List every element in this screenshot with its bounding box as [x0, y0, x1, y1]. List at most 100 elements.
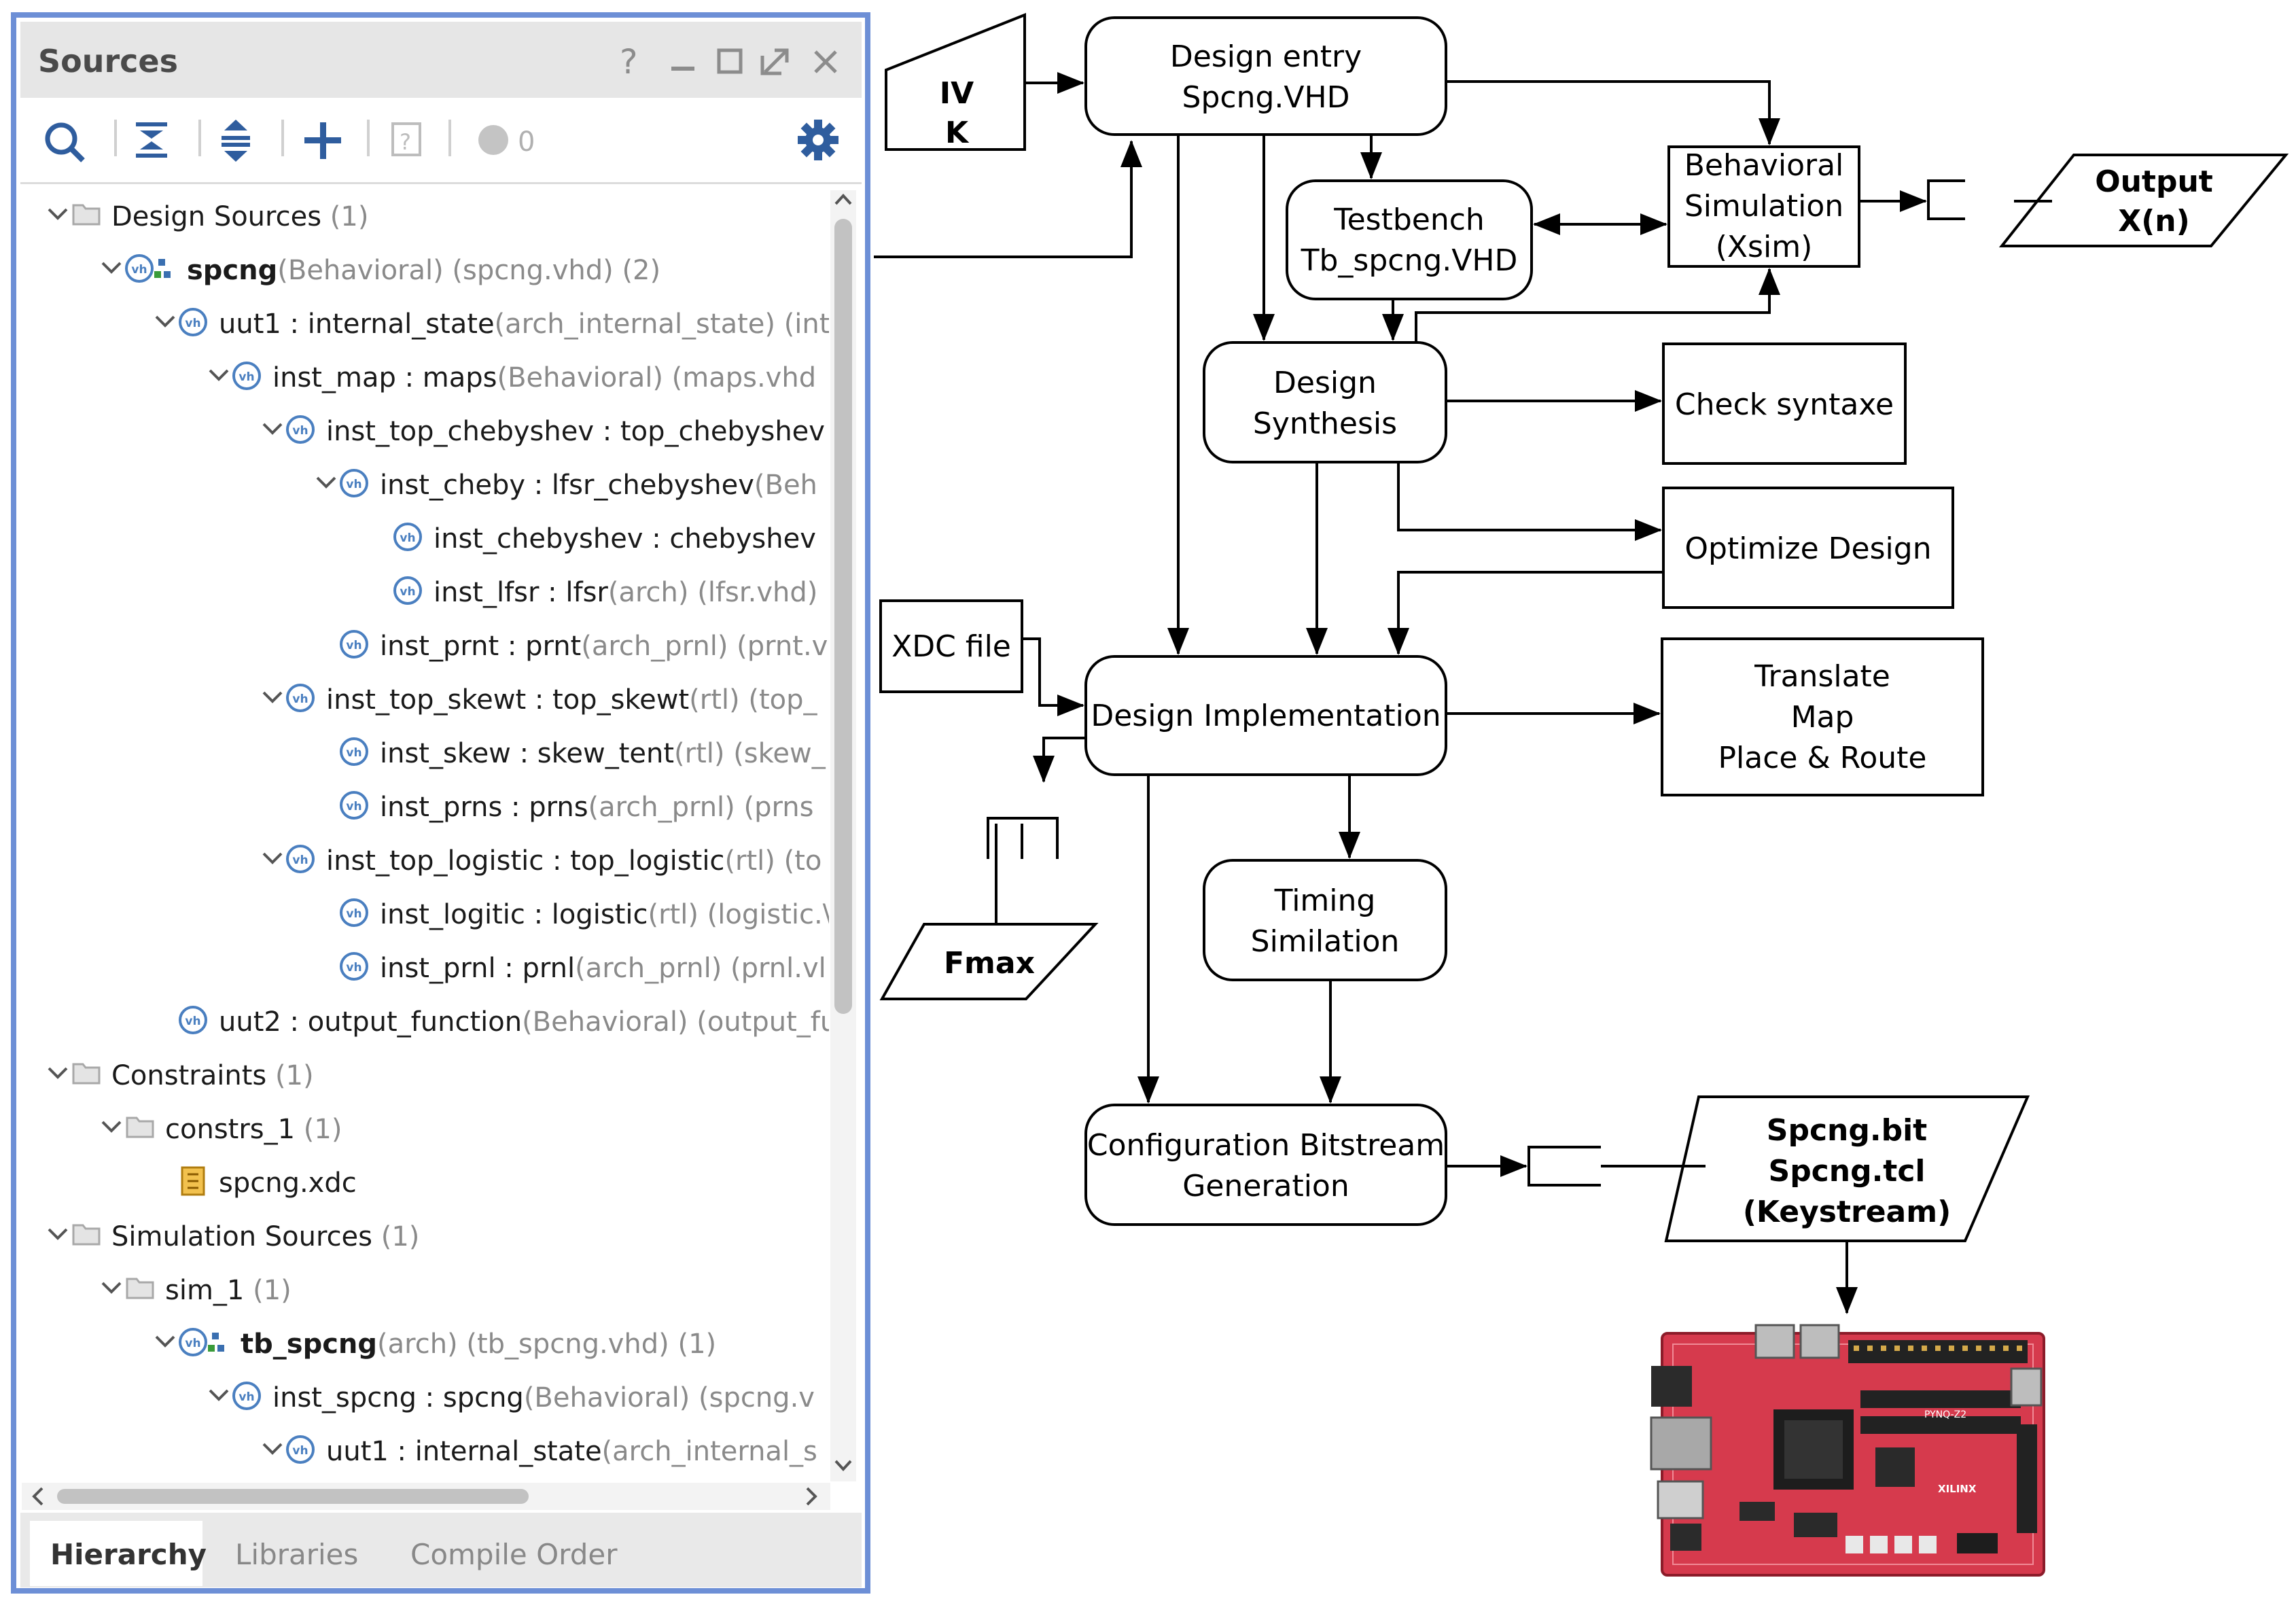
hscroll-thumb[interactable] — [57, 1489, 529, 1504]
chevron-down-icon[interactable] — [262, 423, 283, 435]
vertical-scrollbar[interactable] — [830, 190, 856, 1481]
chevron-down-icon[interactable] — [101, 1121, 122, 1133]
k-label: K — [945, 116, 970, 150]
scroll-up-icon[interactable] — [834, 194, 852, 205]
collapse-all-icon[interactable] — [136, 122, 167, 158]
tree-row[interactable]: vh inst_cheby : lfsr_chebyshev(Beh — [316, 469, 817, 501]
chevron-down-icon[interactable] — [48, 208, 68, 220]
float-icon[interactable] — [760, 48, 789, 75]
optimize-design-box — [1662, 487, 1954, 609]
scroll-left-icon[interactable] — [32, 1487, 43, 1506]
chevron-down-icon[interactable] — [209, 369, 229, 381]
scroll-down-icon[interactable] — [834, 1460, 852, 1471]
tree-row[interactable]: spcng.xdc — [181, 1166, 357, 1199]
tree-item-label: sim_1 (1) — [165, 1275, 292, 1306]
bit-output-line1: Spcng.bit — [1767, 1113, 1927, 1148]
vhdl-icon: vh — [340, 737, 368, 766]
bitstream-line2: Generation — [1182, 1169, 1349, 1203]
tree-item-label: Simulation Sources (1) — [111, 1221, 419, 1252]
tree-item-label: spcng.xdc — [219, 1167, 357, 1199]
vhdl-icon: vh — [286, 845, 315, 873]
chevron-down-icon[interactable] — [262, 852, 283, 864]
tree-row[interactable]: Simulation Sources (1) — [48, 1221, 419, 1252]
chevron-down-icon[interactable] — [101, 1282, 122, 1294]
timing-sim-line1: Timing — [1274, 883, 1376, 918]
tab-compile-order[interactable]: Compile Order — [410, 1538, 618, 1571]
svg-text:vh: vh — [292, 692, 308, 706]
maximize-icon[interactable] — [717, 48, 743, 74]
scroll-right-icon[interactable] — [806, 1487, 817, 1506]
output-line1: Output — [2095, 164, 2213, 199]
gear-icon[interactable] — [798, 120, 838, 160]
xdc-file-icon — [181, 1166, 205, 1196]
vhdl-icon: vh — [340, 469, 368, 497]
bitstream-line1: Configuration Bitstream — [1087, 1128, 1445, 1163]
design-synthesis-line2: Synthesis — [1253, 406, 1397, 441]
svg-text:vh: vh — [346, 639, 361, 652]
tree-item-label: inst_cheby : lfsr_chebyshev(Beh — [380, 470, 817, 501]
chevron-down-icon[interactable] — [316, 476, 336, 489]
check-syntax-box — [1662, 342, 1907, 465]
board-brand-text: XILINX — [1938, 1483, 1977, 1495]
svg-text:vh: vh — [346, 800, 361, 813]
help-icon[interactable]: ? — [620, 42, 638, 82]
translate-map-route-box — [1661, 637, 1984, 796]
fmax-label: Fmax — [944, 946, 1035, 981]
add-sources-icon[interactable] — [304, 122, 341, 159]
svg-text:?: ? — [400, 129, 411, 155]
close-icon[interactable] — [814, 50, 837, 73]
translate-line2: Map — [1791, 700, 1854, 735]
synthesis-to-optimize-arrow — [1397, 462, 1662, 541]
vhdl-icon: vh — [340, 952, 368, 981]
folder-icon — [72, 204, 101, 226]
entry-to-behavsim-arrow — [1446, 80, 1780, 145]
sources-panel: Sources ? ? 0 — [11, 12, 870, 1594]
scroll-thumb[interactable] — [834, 219, 852, 1014]
horizontal-scrollbar[interactable] — [22, 1483, 830, 1510]
chevron-down-icon[interactable] — [155, 1335, 175, 1348]
svg-text:vh: vh — [346, 746, 361, 760]
chevron-down-icon[interactable] — [262, 1443, 283, 1455]
chevron-down-icon[interactable] — [101, 262, 122, 274]
vhdl-top-icon: vh — [125, 254, 171, 283]
tree-row[interactable]: Design Sources (1) — [48, 201, 368, 232]
tree-row[interactable]: Constraints (1) — [48, 1060, 314, 1091]
design-implementation-label: Design Implementation — [1091, 699, 1441, 733]
optimize-to-implementation-arrow — [1388, 571, 1663, 655]
chevron-down-icon[interactable] — [48, 1067, 68, 1079]
tree-item-label: uut1 : internal_state(arch_internal_stat… — [219, 309, 830, 340]
tree-row[interactable]: constrs_1 (1) — [101, 1114, 342, 1145]
tab-libraries[interactable]: Libraries — [235, 1538, 358, 1571]
tab-hierarchy[interactable]: Hierarchy — [50, 1538, 207, 1571]
minimize-icon[interactable] — [671, 67, 694, 71]
chevron-down-icon[interactable] — [262, 691, 283, 703]
search-icon[interactable] — [45, 122, 85, 162]
vhdl-icon: vh — [179, 1006, 207, 1034]
svg-text:vh: vh — [185, 1337, 200, 1350]
chevron-down-icon[interactable] — [209, 1389, 229, 1401]
chevron-down-icon[interactable] — [155, 315, 175, 328]
expand-all-icon[interactable] — [222, 120, 250, 162]
behavioral-sim-line2: Simulation — [1684, 189, 1843, 224]
tree-row[interactable]: sim_1 (1) — [101, 1275, 292, 1306]
chevron-down-icon[interactable] — [48, 1228, 68, 1240]
properties-icon[interactable]: ? — [391, 122, 421, 156]
